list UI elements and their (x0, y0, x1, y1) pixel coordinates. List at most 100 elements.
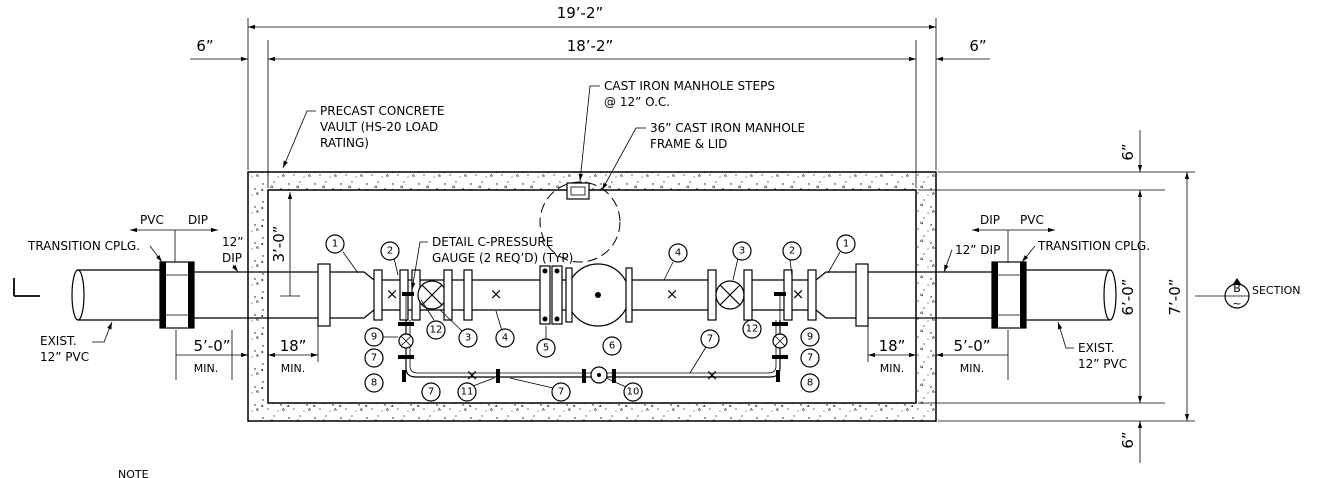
svg-text:EXIST.: EXIST. (1078, 341, 1115, 355)
svg-text:2: 2 (789, 246, 795, 257)
svg-text:TRANSITION CPLG.: TRANSITION CPLG. (1037, 239, 1150, 253)
svg-text:6: 6 (609, 341, 615, 352)
item-bubble-9-right (800, 327, 820, 347)
svg-text:7: 7 (558, 387, 564, 398)
svg-text:PRECAST CONCRETE: PRECAST CONCRETE (320, 104, 445, 118)
svg-text:DETAIL C-PRESSURE: DETAIL C-PRESSURE (432, 235, 553, 249)
item-bubble-1-left (325, 234, 345, 254)
svg-text:7: 7 (371, 353, 377, 364)
overall-length-dim: 19’-2” (557, 4, 604, 22)
svg-text:3: 3 (739, 246, 745, 257)
svg-text:CAST IRON MANHOLE STEPS: CAST IRON MANHOLE STEPS (604, 79, 775, 93)
vault-concrete-walls (247, 171, 937, 422)
item-bubble-3-right (732, 241, 752, 261)
inside-height-dim: 6’-0” (1119, 278, 1137, 315)
item-bubble-3-left (458, 328, 478, 348)
section-marker: B ~ SECTION (1195, 278, 1300, 310)
svg-text:DIP: DIP (222, 251, 242, 265)
svg-text:8: 8 (371, 378, 377, 389)
svg-text:5: 5 (543, 343, 549, 354)
lid-callout: 36” CAST IRON MANHOLE FRAME & LID (601, 121, 805, 191)
bottom-slab-dim: 6” (1119, 431, 1137, 448)
precast-vault (247, 171, 937, 422)
svg-text:VAULT (HS-20 LOAD: VAULT (HS-20 LOAD (320, 120, 438, 134)
right-pipe-labels: DIP PVC TRANSITION CPLG. 12” DIP EXIST. … (943, 213, 1150, 371)
item-bubble-7-bottom-b (551, 382, 571, 402)
item-bubble-11 (457, 382, 477, 402)
item-bubble-2-right (782, 241, 802, 261)
depth-dimension: 3’-0” (270, 192, 300, 297)
svg-text:B: B (1233, 282, 1241, 295)
top-slab-dim: 6” (1119, 143, 1137, 160)
svg-text:12”: 12” (222, 235, 244, 249)
left-pipe-labels: PVC DIP TRANSITION CPLG. 12” DIP EXIST. … (13, 213, 244, 364)
svg-text:~: ~ (1232, 297, 1241, 310)
svg-text:7: 7 (707, 334, 713, 345)
item-bubble-7-left-upper (364, 348, 384, 368)
svg-text:RATING): RATING) (320, 136, 369, 150)
svg-text:GAUGE (2 REQ’D) (TYP): GAUGE (2 REQ’D) (TYP) (432, 251, 573, 265)
svg-text:MIN.: MIN. (960, 362, 984, 375)
item-bubble-8-left (364, 373, 384, 393)
outside-height-dim: 7’-0” (1166, 278, 1184, 315)
svg-text:FRAME & LID: FRAME & LID (650, 137, 727, 151)
right-vertical-dimensions: 6” 6” 6’-0” 7’-0” (918, 130, 1195, 463)
svg-text:TRANSITION CPLG.: TRANSITION CPLG. (27, 239, 140, 253)
svg-text:DIP: DIP (980, 213, 1000, 227)
svg-text:PVC: PVC (140, 213, 164, 227)
svg-text:12” DIP: 12” DIP (955, 243, 1000, 257)
svg-text:PVC: PVC (1020, 213, 1044, 227)
svg-text:×: × (466, 366, 479, 384)
svg-text:@ 12” O.C.: @ 12” O.C. (604, 95, 670, 109)
gauge-callout: DETAIL C-PRESSURE GAUGE (2 REQ’D) (TYP) (411, 235, 573, 291)
vault-callout: PRECAST CONCRETE VAULT (HS-20 LOAD RATIN… (282, 104, 445, 169)
svg-text:DIP: DIP (188, 213, 208, 227)
svg-text:SECTION: SECTION (1252, 284, 1300, 297)
x-mark: × (792, 285, 805, 303)
bottom-dimensions: 5’-0” MIN. 18” MIN. 18” MIN. 5’-0” MIN. (175, 326, 1009, 380)
item-bubble-7-bottom-c (700, 329, 720, 349)
svg-text:1: 1 (843, 239, 849, 250)
svg-text:4: 4 (502, 333, 508, 344)
svg-text:1: 1 (332, 239, 338, 250)
x-mark: × (386, 285, 399, 303)
manhole-step-icon (566, 182, 590, 200)
svg-text:4: 4 (675, 248, 681, 259)
svg-text:MIN.: MIN. (194, 362, 218, 375)
svg-text:12: 12 (430, 325, 443, 336)
main-pipe-run: × × × × (71, 261, 1117, 329)
item-bubble-5 (536, 338, 556, 358)
svg-text:MIN.: MIN. (880, 362, 904, 375)
inner-length-dim: 18’-2” (567, 37, 614, 55)
steps-callout: CAST IRON MANHOLE STEPS @ 12” O.C. (578, 79, 775, 182)
item-bubble-1-right (836, 234, 856, 254)
svg-text:7: 7 (807, 353, 813, 364)
svg-text:36” CAST IRON MANHOLE: 36” CAST IRON MANHOLE (650, 121, 805, 135)
item-bubble-12-left (426, 320, 446, 340)
note-label: NOTE (118, 468, 149, 478)
svg-text:12” PVC: 12” PVC (1078, 357, 1127, 371)
item-bubble-4-left (495, 328, 515, 348)
svg-text:5’-0”: 5’-0” (953, 337, 990, 355)
item-callouts: 1 2 3 4 5 6 4 3 2 1 12 12 9 (325, 234, 856, 402)
svg-text:9: 9 (371, 332, 377, 343)
manhole-lid-outline (539, 181, 621, 263)
item-bubble-7-bottom-a (421, 382, 441, 402)
svg-text:EXIST.: EXIST. (40, 334, 77, 348)
item-bubble-2-left (380, 241, 400, 261)
svg-text:10: 10 (627, 387, 640, 398)
svg-text:18”: 18” (280, 337, 307, 355)
svg-text:11: 11 (461, 387, 474, 398)
item-bubble-10 (623, 382, 643, 402)
svg-text:3’-0”: 3’-0” (270, 225, 288, 262)
svg-text:×: × (706, 366, 719, 384)
item-bubble-8-right (800, 373, 820, 393)
svg-text:12” PVC: 12” PVC (40, 350, 89, 364)
item-bubble-4-right (668, 243, 688, 263)
svg-text:MIN.: MIN. (281, 362, 305, 375)
item-bubble-12-right (742, 319, 762, 339)
x-mark: × (666, 285, 679, 303)
svg-text:12: 12 (746, 324, 759, 335)
svg-text:18”: 18” (879, 337, 906, 355)
